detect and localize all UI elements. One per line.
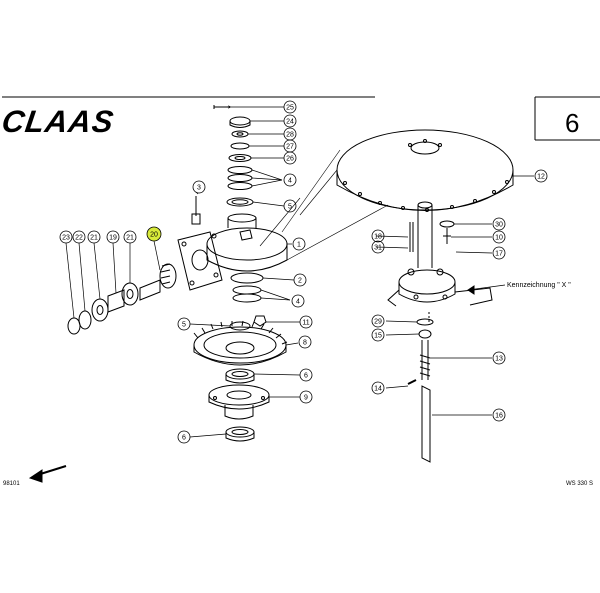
part-29-washer	[416, 318, 434, 326]
callout-24: 24	[286, 119, 294, 126]
part-4-shim	[232, 285, 262, 295]
part-4-shim	[227, 174, 253, 182]
guide-line	[299, 169, 338, 216]
part-6-bearing	[225, 368, 255, 380]
guide-line	[286, 204, 389, 261]
guide-line	[281, 149, 341, 233]
callout-29: 29	[374, 319, 382, 326]
callout-26: 26	[286, 156, 294, 163]
callout-16: 16	[495, 413, 503, 420]
callout-27: 27	[286, 144, 294, 151]
guide-line	[259, 197, 301, 247]
callout-9: 9	[304, 395, 308, 402]
part-14-pin	[407, 379, 417, 385]
callout-11: 11	[302, 320, 309, 327]
gearbox-stack	[177, 105, 288, 442]
callout-17: 17	[495, 251, 503, 258]
callout-1: 1	[297, 242, 301, 249]
part-21-bearing	[91, 298, 109, 322]
callout-22: 22	[75, 235, 83, 242]
part-28-nut	[231, 130, 249, 138]
callout-21: 21	[90, 235, 98, 242]
callout-4: 4	[296, 299, 300, 306]
document-code: 98101	[3, 481, 20, 487]
part-4-shim	[227, 182, 253, 190]
detail-label: Kennzeichnung " X "	[507, 282, 571, 289]
part-6-bearing	[225, 426, 255, 438]
part-8-bevel-gear	[193, 320, 288, 366]
callout-4: 4	[288, 178, 292, 185]
part-20-pinion-shaft	[139, 279, 161, 301]
part-2-gasket	[230, 272, 264, 284]
callout-21: 21	[126, 235, 134, 242]
callout-13: 13	[495, 356, 503, 363]
part-16-shaft	[421, 385, 431, 463]
part-9-flange	[208, 384, 270, 420]
callout-31: 31	[374, 245, 382, 252]
part-23-circlip	[67, 317, 81, 335]
part-10-screw	[443, 228, 451, 244]
callout-20-highlight	[146, 226, 162, 242]
part-22-washer	[78, 310, 92, 330]
callout-14: 14	[374, 386, 382, 393]
callout-5: 5	[182, 322, 186, 329]
callout-2: 2	[298, 278, 302, 285]
leader-lines	[65, 106, 301, 438]
callout-25: 25	[286, 105, 294, 112]
part-11-nut	[253, 315, 267, 327]
callout-23: 23	[62, 235, 70, 242]
part-4-shim	[227, 166, 253, 174]
callout-19: 19	[109, 235, 117, 242]
callout-28: 28	[286, 132, 294, 139]
callout-5: 5	[288, 204, 292, 211]
part-3-breather	[191, 196, 201, 225]
part-18-pin	[409, 222, 414, 252]
part-27-ring	[230, 142, 250, 150]
part-15-bush	[418, 329, 432, 339]
detail-arrowhead	[467, 285, 475, 295]
part-26-washer	[228, 154, 252, 162]
part-24-cap	[229, 116, 251, 126]
page-number: 6	[565, 108, 580, 138]
leader-lines-right	[375, 175, 534, 416]
callout-6: 6	[304, 373, 308, 380]
part-12-disc	[336, 129, 514, 212]
callout-6: 6	[182, 435, 186, 442]
part-19-spacer	[107, 289, 125, 313]
callout-20: 20	[150, 232, 158, 239]
callout-18: 18	[374, 234, 382, 241]
direction-arrowhead	[28, 469, 43, 483]
callout-12: 12	[537, 174, 545, 181]
callout-30: 30	[495, 222, 503, 229]
callout-10: 10	[495, 235, 503, 242]
model-reference: WS 330 S	[566, 481, 594, 487]
callout-circle	[283, 100, 297, 114]
part-25-bolt	[213, 105, 231, 109]
callout-8: 8	[303, 340, 307, 347]
callout-3: 3	[197, 185, 201, 192]
part-30-washer	[439, 220, 455, 228]
part-17-hub	[387, 201, 493, 307]
callout-group: 25 24 28 27 26 4 5 1 3 23 22 21 19 21 20…	[59, 100, 548, 444]
callout-15: 15	[374, 333, 382, 340]
part-5-seal	[226, 197, 254, 207]
part-5-seal	[229, 321, 251, 331]
